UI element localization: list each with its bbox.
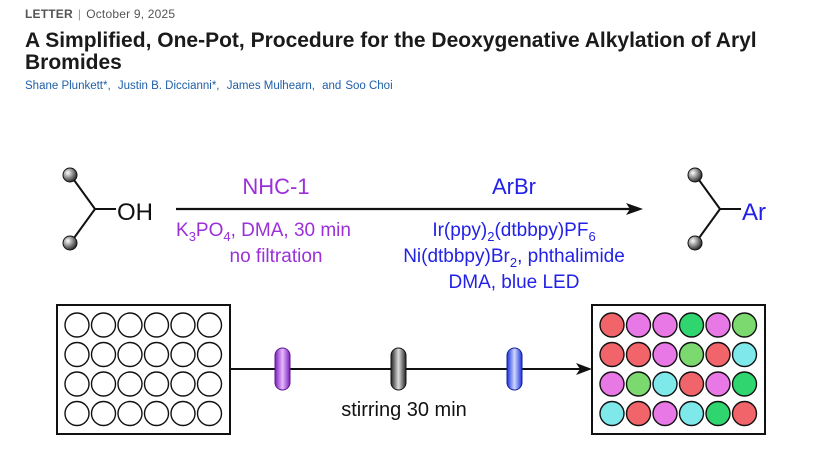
well (64, 341, 90, 368)
workflow-line (230, 347, 592, 391)
well (170, 371, 196, 397)
well (117, 400, 143, 427)
step2-reagent: ArBr (492, 174, 536, 199)
author-link[interactable]: Shane Plunkett*, (25, 80, 111, 92)
well (90, 400, 117, 427)
well (731, 312, 758, 338)
well (117, 341, 143, 368)
well (652, 341, 678, 368)
nickel-catalyst-label: Ni(dtbbpy)Br2, phthalimide (403, 246, 625, 270)
well (117, 312, 143, 338)
well (143, 341, 170, 368)
well (731, 400, 758, 427)
well (196, 312, 223, 338)
article-meta: LETTER | October 9, 2025 (25, 7, 825, 21)
article-date: October 9, 2025 (86, 7, 176, 21)
stirring-label: stirring 30 min (341, 399, 467, 421)
aryl-product-structure: Ar (687, 167, 766, 251)
purple-vial-icon (274, 347, 291, 391)
well (90, 312, 117, 338)
well (143, 371, 170, 397)
well (90, 371, 117, 397)
well (599, 371, 625, 397)
article-header: LETTER | October 9, 2025 A Simplified, One… (25, 0, 825, 92)
article-title: A Simplified, One-Pot, Procedure for the… (25, 29, 757, 74)
gray-vial-icon (390, 347, 407, 391)
well (652, 400, 678, 427)
well (625, 400, 652, 427)
well (652, 312, 678, 338)
plate-wells (64, 312, 223, 427)
well (143, 400, 170, 427)
well (625, 371, 652, 397)
well (625, 341, 652, 368)
well (599, 400, 625, 427)
well (599, 312, 625, 338)
plate-wells (599, 312, 758, 427)
step1-conditions: K3PO4, DMA, 30 min (176, 220, 351, 244)
step1-note: no filtration (230, 246, 323, 267)
solvent-light-label: DMA, blue LED (449, 272, 580, 293)
well (625, 312, 652, 338)
well (731, 341, 758, 368)
blue-vial-icon (506, 347, 523, 391)
well (64, 400, 90, 427)
alcohol-substrate-structure: OH (62, 167, 153, 251)
well (196, 341, 223, 368)
author-link[interactable]: Justin B. Diccianni*, (117, 80, 220, 92)
aryl-label: Ar (742, 199, 766, 226)
well (64, 312, 90, 338)
well (678, 312, 705, 338)
well (652, 371, 678, 397)
well (731, 371, 758, 397)
well (196, 400, 223, 427)
well (705, 400, 731, 427)
photocatalyst-label: Ir(ppy)2(dtbbpy)PF6 (432, 220, 595, 244)
meta-separator: | (77, 7, 82, 21)
well (705, 341, 731, 368)
well (705, 371, 731, 397)
substituent-ball-icon (687, 235, 703, 251)
well (64, 371, 90, 397)
well (678, 400, 705, 427)
author-list: Shane Plunkett*, Justin B. Diccianni*, J… (25, 80, 825, 92)
author-and: and (322, 80, 342, 92)
well (678, 341, 705, 368)
article-type: LETTER (25, 7, 73, 21)
substituent-ball-icon (62, 167, 78, 183)
well (170, 400, 196, 427)
well (170, 312, 196, 338)
author-link[interactable]: James Mulhearn, (226, 80, 315, 92)
well (90, 341, 117, 368)
substituent-ball-icon (62, 235, 78, 251)
author-link[interactable]: Soo Choi (345, 80, 393, 92)
step1-reagent: NHC-1 (242, 174, 309, 199)
substituent-ball-icon (687, 167, 703, 183)
well (678, 371, 705, 397)
empty-well-plate (56, 304, 231, 435)
well (196, 371, 223, 397)
reaction-arrow (176, 203, 643, 215)
colored-well-plate (591, 304, 766, 435)
well (170, 341, 196, 368)
well (117, 371, 143, 397)
well (705, 312, 731, 338)
well (143, 312, 170, 338)
hydroxyl-label: OH (117, 199, 153, 226)
well (599, 341, 625, 368)
